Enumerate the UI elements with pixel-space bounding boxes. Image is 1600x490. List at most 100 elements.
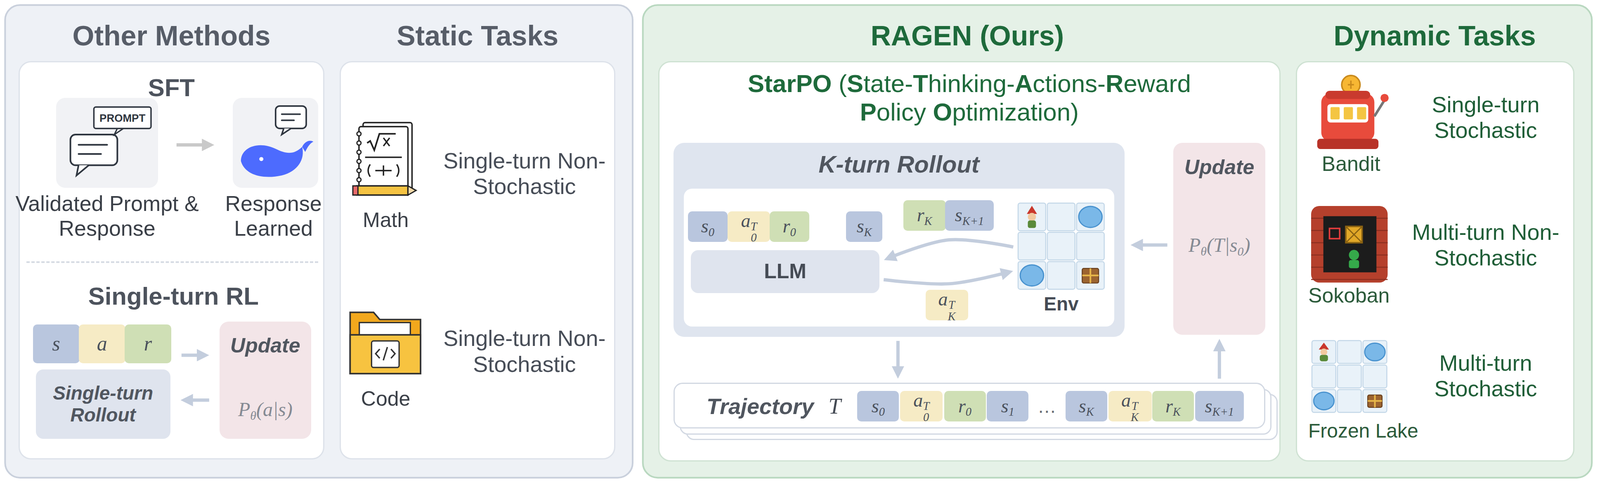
panel-heading: Dynamic Tasks (1281, 19, 1589, 52)
panel-heading: RAGEN (Ours) (753, 19, 1182, 52)
symbol: r (1165, 395, 1173, 417)
prompt-icon: PROMPTValidated Prompt & Response (56, 97, 159, 188)
reward-chip: rK (1152, 390, 1194, 422)
ice-tile (1311, 365, 1336, 388)
state-chip: s1 (986, 390, 1029, 422)
subscript: 1 (1008, 405, 1015, 419)
box-label: Update (220, 333, 311, 358)
env-icon: Env (1017, 202, 1106, 291)
action-chip: a0T (900, 390, 943, 422)
variable-mark (383, 137, 390, 147)
ice-hole (1313, 392, 1334, 410)
pencil-body (356, 185, 409, 195)
code-sheet (371, 340, 400, 368)
ice-tile (1363, 365, 1388, 388)
state-chip: sK (846, 211, 883, 242)
model-icon: Response Learned (232, 97, 319, 188)
spiral-ring (356, 168, 362, 173)
symbol-chip-text: sK (846, 215, 883, 238)
index-stack: 0T (750, 220, 757, 244)
ice-tile (1047, 261, 1076, 289)
state-chip: sK+1 (1195, 390, 1244, 422)
reward-chip: r0 (944, 390, 986, 422)
icon-caption: Code (339, 387, 432, 412)
pencil-eraser (352, 185, 358, 195)
subscript: 0 (708, 225, 715, 239)
whale-body (240, 145, 303, 178)
box-label: LLM (693, 259, 877, 284)
prompt-tag: PROMPT (92, 112, 154, 125)
state-chip: s0 (687, 211, 728, 242)
code-illustration (347, 300, 424, 380)
icon-caption: Validated Prompt & Response (10, 191, 205, 242)
llm-box: LLM (690, 250, 880, 294)
prompt-illustration (56, 97, 159, 188)
icon-caption: Math (339, 208, 432, 233)
symbol: s (1001, 395, 1009, 417)
subscript: 0 (1237, 244, 1244, 258)
elf-body (1028, 219, 1037, 228)
bubble-lines (281, 114, 301, 121)
lever (1374, 99, 1385, 117)
initial-letter: R (1105, 69, 1124, 98)
symbol: a (740, 210, 751, 232)
brick-wall (1311, 205, 1388, 283)
ice-tile (1047, 231, 1076, 260)
symbol-chip-text: aKT (925, 288, 969, 322)
action-chip: a0T (727, 211, 771, 242)
panel-heading: Other Methods (18, 19, 325, 52)
symbol: r (144, 331, 152, 355)
flow-arrow (883, 272, 1005, 284)
elf-hat (1318, 342, 1330, 350)
symbol-chip-text: sK+1 (1195, 395, 1244, 418)
box-label: Single-turn Rollout (37, 382, 168, 426)
initial-letter: A (1014, 69, 1033, 98)
static-panel: Static TasksMathSingle-turn Non-Stochast… (339, 61, 616, 459)
whale-illustration (232, 97, 319, 188)
task-property: Single-turn Stochastic (1399, 91, 1573, 143)
task-item: CodeSingle-turn Non-Stochastic (343, 289, 612, 421)
flow-arrow (189, 398, 210, 402)
ice-tile (1337, 340, 1362, 364)
ours-background (642, 4, 1592, 478)
section-title: SFT (110, 73, 233, 102)
lake-illustration (1017, 202, 1106, 291)
player-body (1349, 259, 1360, 269)
task-item: BanditSingle-turn Stochastic (1299, 69, 1572, 182)
index-stack: KT (947, 299, 956, 322)
lake-illustration (1311, 339, 1388, 414)
subscript: 0 (790, 225, 797, 239)
ice-tile (1337, 389, 1362, 413)
symbol: (T|s (1206, 233, 1238, 256)
symbol-chip-text: rK (1152, 395, 1194, 418)
ice-tile (1337, 365, 1362, 388)
bubble-lines (78, 144, 107, 154)
reel (1343, 107, 1353, 120)
update-box: UpdatePθ(a|s) (219, 321, 312, 439)
flow-arrow (896, 340, 900, 371)
symbol: ) (1243, 233, 1251, 256)
whale-tail (302, 140, 314, 152)
ice-tile (1363, 389, 1388, 413)
gift-ribbon (1082, 268, 1099, 283)
elf-hat (1026, 205, 1038, 214)
coin-mark (1347, 80, 1355, 89)
rule-line (365, 156, 402, 158)
machine-window (1327, 103, 1369, 123)
index-stack: 0T (922, 400, 930, 423)
folder-front (349, 334, 421, 374)
title-run: eward (1123, 69, 1191, 98)
symbol: r (958, 395, 966, 417)
elf-head (1028, 212, 1037, 221)
machine-top (1325, 90, 1371, 100)
spiral-ring (356, 131, 362, 136)
symbol-chip-text: aKT (1108, 389, 1152, 424)
icon-caption: Response Learned (216, 191, 331, 242)
symbol-chip-text: a0T (727, 210, 771, 244)
flow-arrow (1139, 243, 1168, 247)
symbol-chip-text: r0 (944, 395, 986, 418)
crate (1345, 226, 1363, 244)
section-title: Single-turn RL (35, 281, 312, 311)
ellipsis-label: … (1031, 395, 1063, 418)
subscript: K+1 (962, 214, 985, 228)
